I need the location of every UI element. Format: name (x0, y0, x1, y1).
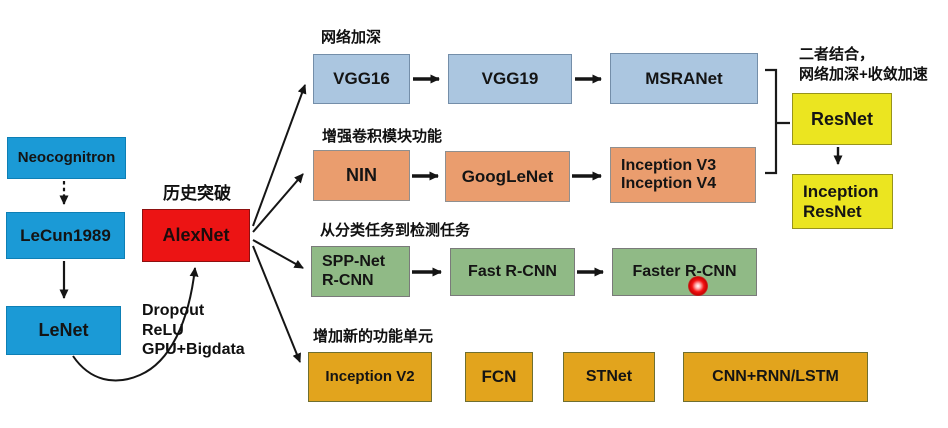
node-fast-rcnn: Fast R-CNN (450, 248, 575, 296)
arrow-alexnet-to-nin (252, 173, 304, 233)
node-resnet: ResNet (792, 93, 892, 145)
node-faster-rcnn: Faster R-CNN (612, 248, 757, 296)
node-lenet: LeNet (6, 306, 121, 355)
node-fcn: FCN (465, 352, 533, 402)
label-branch-detection: 从分类任务到检测任务 (320, 222, 471, 239)
label-alexnet-factors: Dropout ReLU GPU+Bigdata (142, 302, 245, 359)
node-googlenet: GoogLeNet (445, 151, 570, 202)
label-branch-deepen: 网络加深 (321, 29, 382, 46)
arrow-alexnet-to-sppnet (252, 239, 304, 269)
label-branch-conv-module: 增强卷积模块功能 (322, 128, 443, 145)
arrow-lenet-to-alexnet-curve (72, 267, 199, 382)
node-neocognitron: Neocognitron (7, 137, 126, 179)
node-msranet: MSRANet (610, 53, 758, 104)
arrow-alexnet-to-inception-v2 (252, 245, 301, 363)
node-inception-v3-v4: Inception V3 Inception V4 (610, 147, 756, 203)
node-cnn-rnn-lstm: CNN+RNN/LSTM (683, 352, 868, 402)
node-vgg19: VGG19 (448, 54, 572, 104)
node-alexnet: AlexNet (142, 209, 250, 262)
label-fusion-note: 二者结合， 网络加深+收敛加速 (799, 46, 928, 83)
node-sppnet-rcnn: SPP-Net R-CNN (311, 246, 410, 297)
node-nin: NIN (313, 150, 410, 201)
node-inception-v2: Inception V2 (308, 352, 432, 402)
label-historic-breakthrough: 历史突破 (163, 184, 231, 203)
node-stnet: STNet (563, 352, 655, 402)
node-inception-resnet: Inception ResNet (792, 174, 893, 229)
node-vgg16: VGG16 (313, 54, 410, 104)
arrow-alexnet-to-vgg16 (252, 84, 307, 227)
label-branch-new-units: 增加新的功能单元 (313, 328, 434, 345)
merge-bracket (765, 68, 790, 175)
laser-pointer-dot (688, 276, 708, 296)
node-lecun1989: LeCun1989 (6, 212, 125, 259)
